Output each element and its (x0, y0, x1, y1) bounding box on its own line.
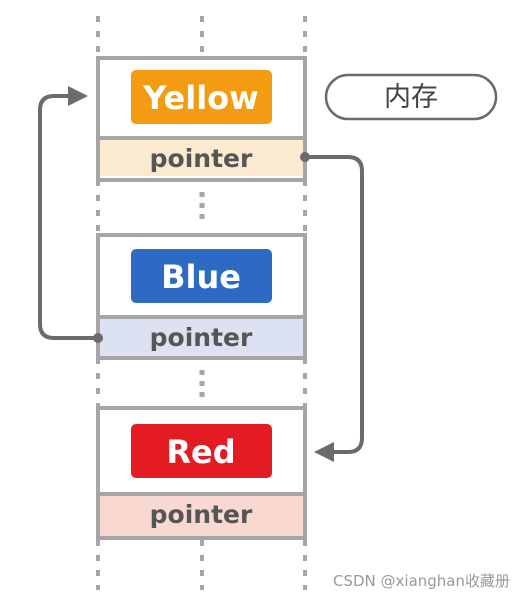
data-label-yellow: Yellow (142, 79, 258, 117)
watermark-text: CSDN @xianghan收藏册 (333, 572, 510, 590)
data-box-red (131, 424, 272, 478)
pointer-cell-red (100, 496, 303, 536)
memory-label: 内存 (324, 73, 498, 121)
pointer-label-blue: pointer (150, 323, 253, 352)
node-red: Red pointer (96, 406, 307, 540)
node-yellow: Yellow pointer (96, 56, 307, 182)
memory-label-text: 内存 (384, 82, 438, 113)
memory-label-pill (324, 73, 498, 121)
data-box-yellow (131, 70, 272, 124)
memory-rails (96, 16, 307, 590)
data-label-red: Red (166, 433, 235, 471)
data-label-blue: Blue (161, 258, 241, 296)
pointer-label-red: pointer (150, 500, 253, 529)
link-arrow-blue-to-yellow (38, 86, 100, 340)
pointer-arrows (38, 86, 364, 462)
pointer-cell-blue (100, 319, 303, 356)
pointer-label-yellow: pointer (150, 144, 253, 173)
data-box-blue (131, 249, 272, 303)
node-blue: Blue pointer (96, 233, 307, 360)
pointer-cell-yellow (100, 140, 303, 176)
link-arrow-yellow-to-red (303, 155, 364, 462)
